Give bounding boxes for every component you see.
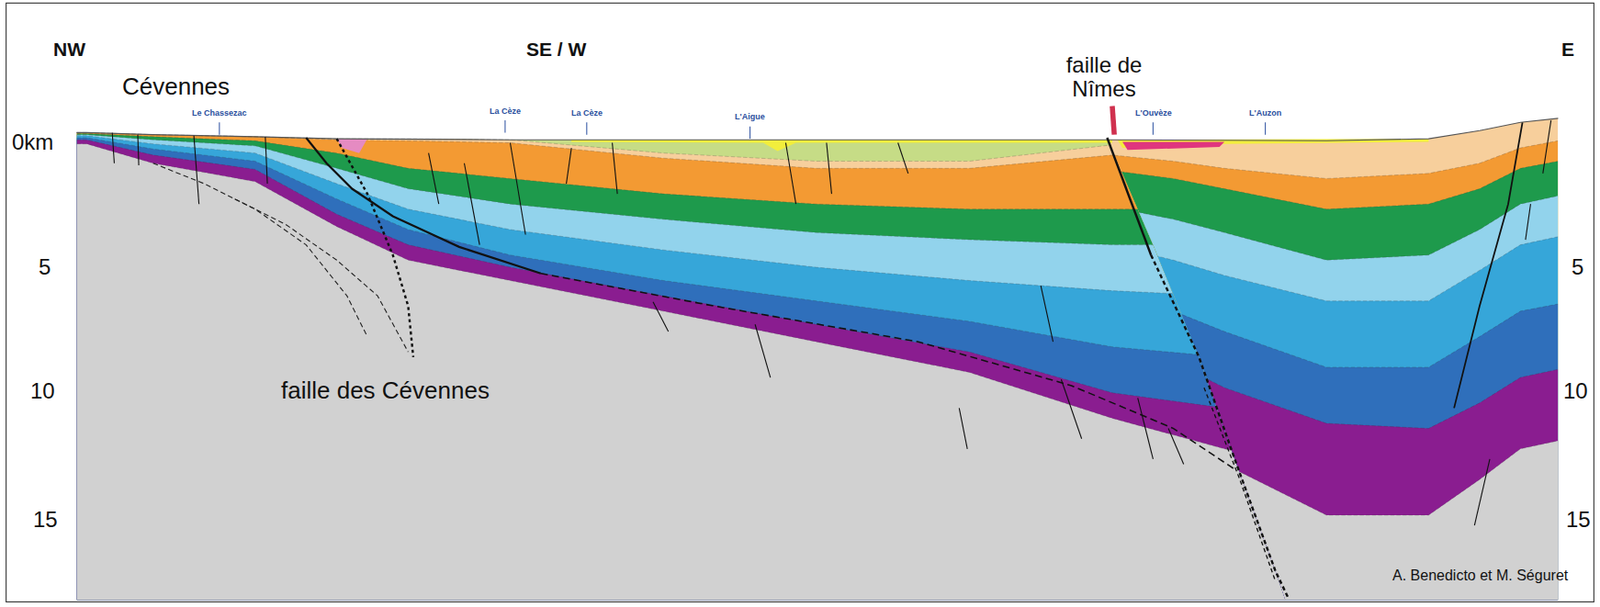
minor-fault xyxy=(265,136,268,184)
strata-boundary xyxy=(1071,326,1559,429)
strata-boundary xyxy=(1071,140,1559,179)
east-fault xyxy=(1453,122,1522,408)
minor-fault xyxy=(566,147,573,184)
frame xyxy=(6,2,1595,602)
fault-label: faille de Nîmes xyxy=(1048,53,1160,102)
depth-label: 5 xyxy=(1571,255,1584,280)
minor-fault xyxy=(193,135,200,204)
minor-fault xyxy=(898,143,909,174)
minor-fault xyxy=(1060,379,1082,439)
minor-fault xyxy=(428,153,440,205)
minor-fault xyxy=(509,143,526,236)
strata-boundary xyxy=(1071,387,1559,516)
strata-layer xyxy=(1071,161,1559,601)
minor-fault xyxy=(1474,459,1490,526)
cevennes-fault xyxy=(305,137,541,274)
depth-label: 10 xyxy=(30,379,56,404)
cevennes-fault-deep xyxy=(337,138,414,358)
minor-fault xyxy=(112,132,114,163)
river-label: L'Ouvèze xyxy=(1135,109,1172,119)
river-marker xyxy=(1264,122,1266,135)
fault-marker xyxy=(1112,106,1115,136)
river-marker xyxy=(218,122,220,135)
listric-fault xyxy=(153,163,368,338)
river-label: Le Chassezac xyxy=(191,109,248,119)
minor-fault xyxy=(826,143,833,195)
topographic-surface xyxy=(76,118,1558,141)
tertiary-deposit xyxy=(1122,141,1225,150)
minor-fault xyxy=(653,302,669,332)
minor-fault xyxy=(785,143,796,205)
minor-fault xyxy=(958,407,968,449)
region-label: Cévennes xyxy=(122,73,230,101)
strata-layer xyxy=(1071,195,1559,600)
river-marker xyxy=(1152,122,1154,135)
strata-layer xyxy=(1071,140,1559,600)
fault-block xyxy=(1071,118,1559,600)
minor-fault xyxy=(1040,285,1053,342)
minor-fault xyxy=(1543,120,1552,174)
river-marker xyxy=(585,122,587,135)
depth-label: 10 xyxy=(1563,379,1589,404)
depth-label: 5 xyxy=(38,255,51,280)
minor-fault xyxy=(1138,397,1154,460)
minor-fault xyxy=(137,135,139,166)
depth-label: 15 xyxy=(33,507,58,532)
strata-boundary xyxy=(1071,235,1559,302)
listric-fault xyxy=(235,199,409,353)
strata-layer xyxy=(1071,118,1559,600)
strata-boundary xyxy=(1071,281,1559,368)
minor-fault xyxy=(1168,428,1184,465)
strata-boundary xyxy=(1071,161,1559,210)
detachment-fault xyxy=(540,273,1235,470)
minor-fault xyxy=(612,143,619,195)
compass-label: E xyxy=(1561,38,1575,60)
river-label: La Cèze xyxy=(489,107,521,117)
minor-fault xyxy=(463,163,480,246)
compass-label: SE / W xyxy=(526,38,586,60)
nimes-fault-deep xyxy=(1150,255,1288,598)
quaternary-deposit xyxy=(571,139,1113,151)
river-label: L'Auzon xyxy=(1249,109,1282,119)
fault-label: faille des Cévennes xyxy=(281,377,490,405)
strata-layer xyxy=(1071,326,1559,600)
minor-fault xyxy=(754,324,771,378)
strata-boundary xyxy=(1071,195,1559,260)
minor-fault xyxy=(1525,203,1532,240)
river-label: La Cèze xyxy=(571,109,603,119)
strata-layer xyxy=(1071,281,1559,601)
compass-label: NW xyxy=(53,38,86,60)
river-marker xyxy=(749,126,751,139)
nimes-fault xyxy=(1106,137,1151,256)
depth-label: 15 xyxy=(1566,507,1591,532)
depth-label: 0km xyxy=(11,130,54,155)
strata-layer xyxy=(1071,235,1559,601)
river-marker xyxy=(504,120,506,133)
secondary-fault xyxy=(1204,387,1276,582)
river-label: L'Aigue xyxy=(734,112,766,123)
strata-layer xyxy=(76,144,1327,601)
credit-label: A. Benedicto et M. Séguret xyxy=(1392,567,1568,585)
